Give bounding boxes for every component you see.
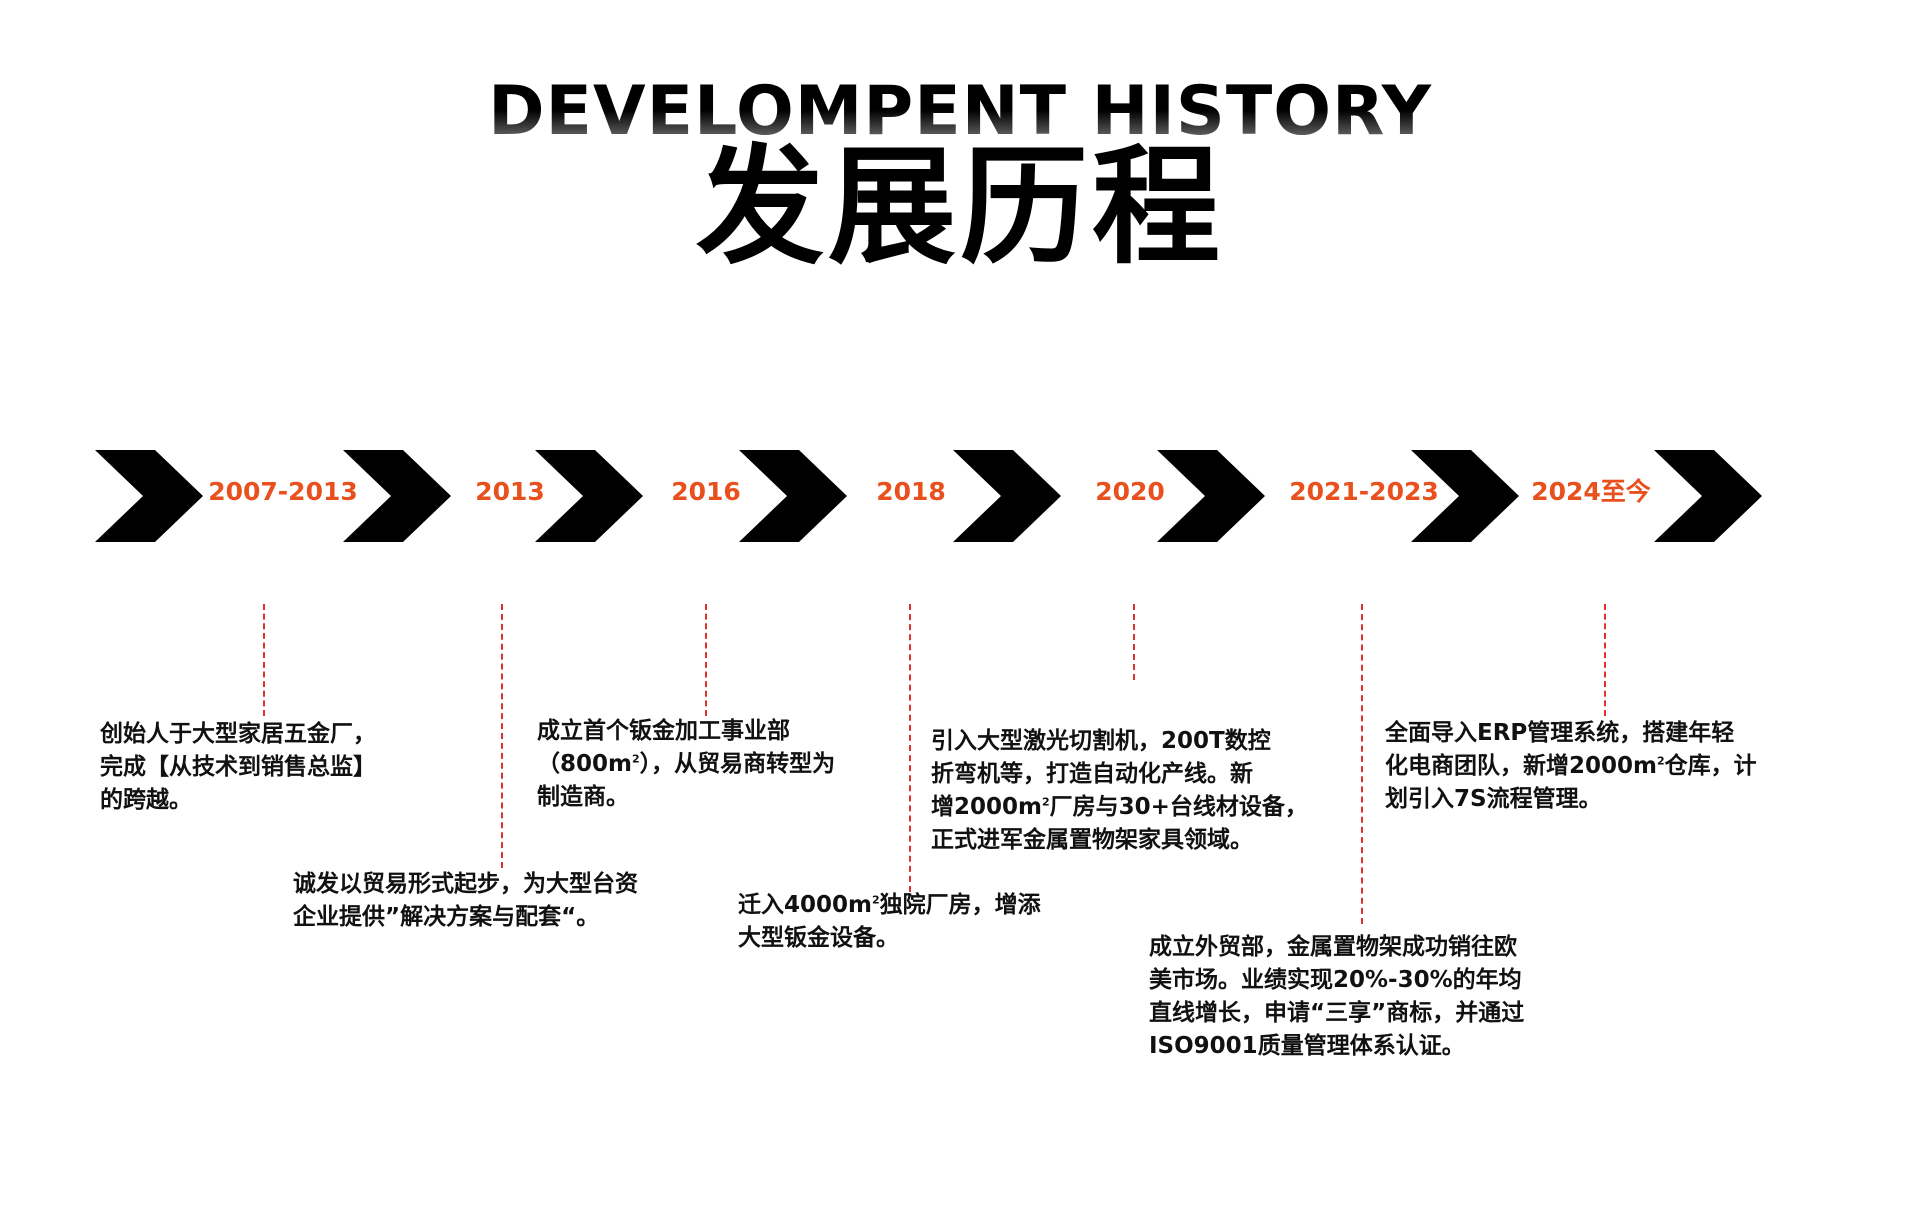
event-description: 创始人于大型家居五金厂， 完成【从技术到销售总监】的跨越。 [100,718,376,817]
chevron-right-arrow-icon [95,450,203,542]
title-english: DEVELOMPENT HISTORY [0,72,1920,152]
dashed-connector [501,604,503,868]
event-description: 成立首个钣金加工事业部 （800m2），从贸易商转型为制造商。 [537,715,835,814]
year-label: 2018 [876,477,946,506]
event-description-line: ISO9001质量管理体系认证。 [1149,1033,1465,1059]
year-label: 2013 [475,477,545,506]
dashed-connector [909,604,911,892]
dashed-connector [705,604,707,716]
title-chinese: 发展历程 [695,133,1224,282]
event-description-line: 迁入4000m2独院厂房，增添 [738,892,1041,918]
year-label: 2024至今 [1531,477,1651,506]
event-description: 诚发以贸易形式起步，为大型台资企业提供”解决方案与配套“。 [293,868,638,934]
chevron-right-arrow-icon [343,450,451,542]
event-description-line: 创始人于大型家居五金厂， [100,721,376,747]
event-description-line: 增2000m2厂房与30+台线材设备， [931,794,1308,820]
chevron-right-arrow-icon [1157,450,1265,542]
event-description-line: 划引入7S流程管理。 [1385,786,1602,812]
event-description-line: 折弯机等，打造自动化产线。新 [931,761,1253,787]
event-description-line: 完成【从技术到销售总监】 [100,754,376,780]
event-description-line: 制造商。 [537,784,629,810]
event-description: 引入大型激光切割机，200T数控折弯机等，打造自动化产线。新增2000m2厂房与… [931,725,1308,857]
event-description-line: 大型钣金设备。 [738,925,899,951]
year-label: 2016 [671,477,741,506]
event-description-line: 美市场。业绩实现20%-30%的年均 [1149,967,1522,993]
event-description-line: 正式进军金属置物架家具领域。 [931,827,1253,853]
year-label: 2021-2023 [1289,477,1439,506]
event-description-line: 企业提供”解决方案与配套“。 [293,904,600,930]
event-description: 迁入4000m2独院厂房，增添大型钣金设备。 [738,889,1041,955]
dashed-connector [1361,604,1363,924]
event-description-line: 诚发以贸易形式起步，为大型台资 [293,871,638,897]
dashed-connector [263,604,265,716]
chevron-right-arrow-icon [953,450,1061,542]
chevron-right-arrow-icon [535,450,643,542]
chevron-right-arrow-icon [1654,450,1762,542]
event-description-line: 引入大型激光切割机，200T数控 [931,728,1271,754]
event-description-line: 化电商团队，新增2000m2仓库，计 [1385,753,1757,779]
chevron-right-arrow-icon [739,450,847,542]
event-description-line: （800m2），从贸易商转型为 [537,751,836,777]
dashed-connector [1133,604,1135,680]
event-description: 成立外贸部，金属置物架成功销往欧美市场。业绩实现20%-30%的年均直线增长，申… [1149,931,1524,1063]
year-label: 2020 [1095,477,1165,506]
year-label: 2007-2013 [208,477,358,506]
event-description-line: 成立外贸部，金属置物架成功销往欧 [1149,934,1517,960]
event-description-line: 直线增长，申请“三享”商标，并通过 [1149,1000,1525,1026]
event-description-line: 全面导入ERP管理系统，搭建年轻 [1385,720,1735,746]
dashed-connector [1604,604,1606,716]
event-description-line: 的跨越。 [100,787,192,813]
event-description: 全面导入ERP管理系统，搭建年轻化电商团队，新增2000m2仓库，计划引入7S流… [1385,717,1757,816]
event-description-line: 成立首个钣金加工事业部 [537,718,790,744]
chevron-right-arrow-icon [1411,450,1519,542]
